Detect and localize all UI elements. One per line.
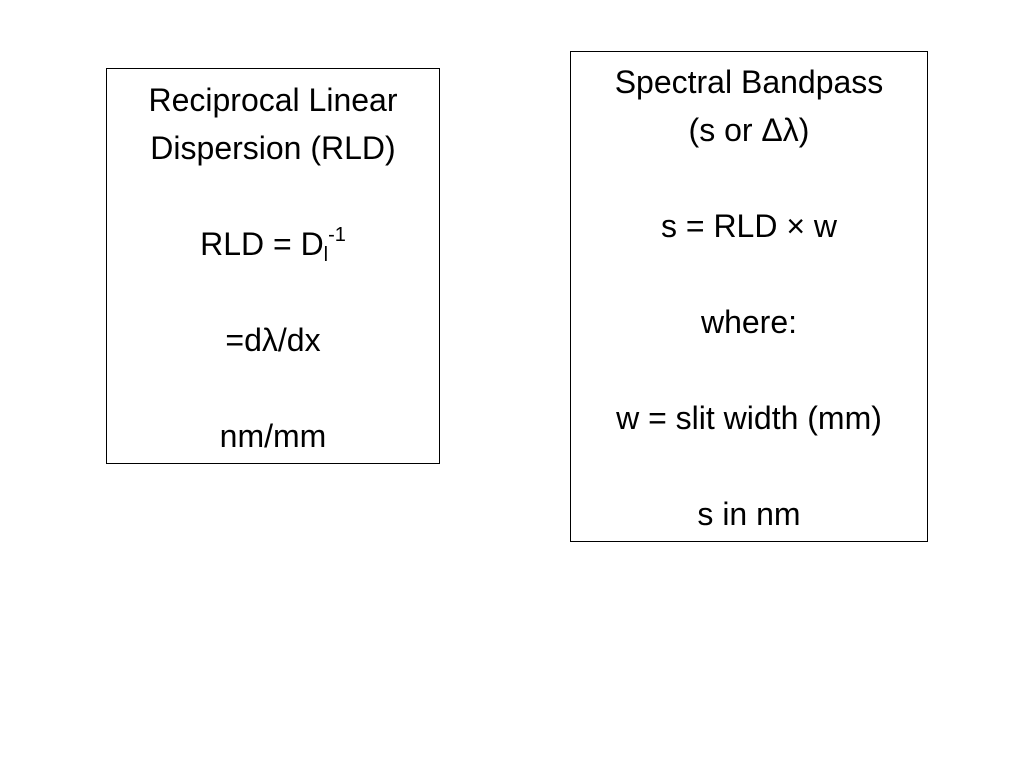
spacer	[107, 172, 439, 220]
spacer	[571, 154, 927, 202]
rld-formula-subscript: l	[323, 244, 329, 266]
spacer	[571, 250, 927, 298]
spacer	[107, 268, 439, 316]
rld-box: Reciprocal Linear Dispersion (RLD) RLD =…	[106, 68, 440, 464]
rld-formula-superscript: -1	[328, 224, 346, 246]
rld-units: nm/mm	[219, 418, 327, 454]
rld-title-line2: Dispersion (RLD)	[150, 130, 396, 166]
spacer	[571, 346, 927, 394]
rld-formula: RLD = Dl-1	[107, 220, 439, 268]
bandpass-formula: s = RLD × w	[660, 208, 838, 244]
where-label: where:	[700, 304, 798, 340]
bandpass-title-line1: Spectral Bandpass	[614, 64, 884, 100]
spacer	[571, 442, 927, 490]
bandpass-box: Spectral Bandpass (s or Δλ) s = RLD × w …	[570, 51, 928, 542]
slit-width-definition: w = slit width (mm)	[616, 400, 882, 436]
spacer	[107, 364, 439, 412]
bandpass-title-line2: (s or Δλ)	[688, 112, 810, 148]
s-units: s in nm	[697, 496, 801, 532]
rld-derivative: =dλ/dx	[225, 322, 321, 358]
rld-formula-base: RLD = D	[200, 226, 324, 262]
rld-title-line1: Reciprocal Linear	[148, 82, 398, 118]
